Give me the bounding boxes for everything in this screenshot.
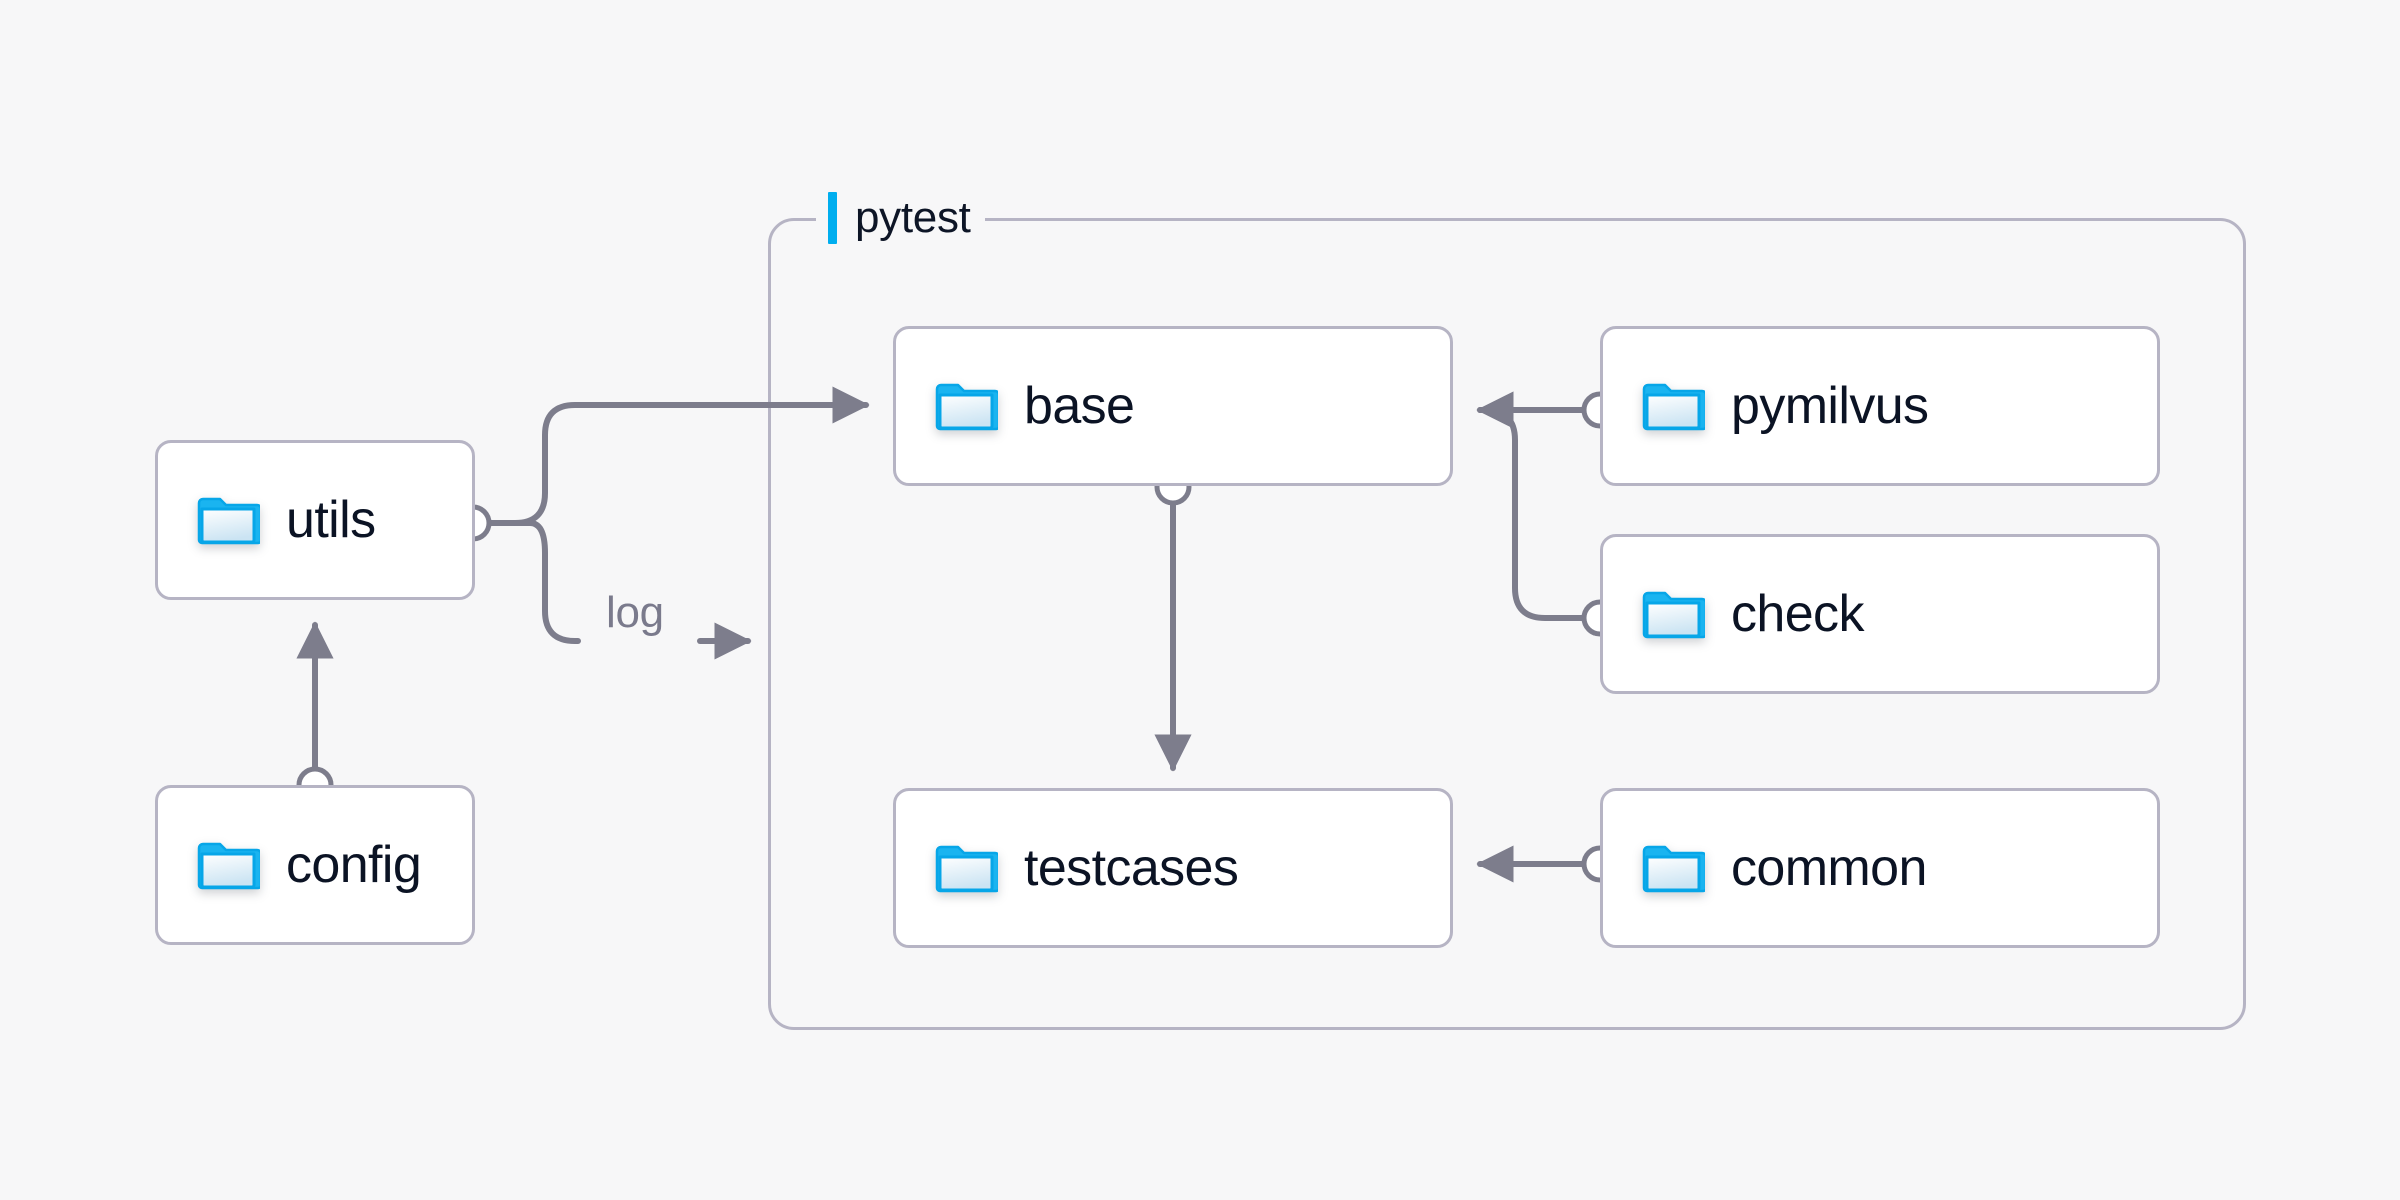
- folder-icon: [934, 380, 998, 432]
- folder-icon: [1642, 845, 1705, 893]
- node-label-pymilvus: pymilvus: [1731, 377, 1929, 435]
- group-accent-bar-icon: [828, 192, 837, 244]
- node-pymilvus[interactable]: pymilvus: [1600, 326, 2160, 486]
- folder-icon: [934, 842, 998, 894]
- node-label-testcases: testcases: [1024, 839, 1239, 897]
- node-testcases[interactable]: testcases: [893, 788, 1453, 948]
- node-config[interactable]: config: [155, 785, 475, 945]
- node-utils[interactable]: utils: [155, 440, 475, 600]
- folder-icon: [197, 842, 260, 890]
- edge-label-log: log: [598, 591, 672, 635]
- node-common[interactable]: common: [1600, 788, 2160, 948]
- folder-icon: [1642, 383, 1705, 431]
- folder-icon: [196, 839, 260, 891]
- folder-icon: [1641, 588, 1705, 640]
- node-label-base: base: [1024, 377, 1135, 435]
- node-label-config: config: [286, 836, 422, 894]
- folder-icon: [197, 497, 260, 545]
- folder-icon: [1641, 842, 1705, 894]
- node-label-check: check: [1731, 585, 1864, 643]
- node-base[interactable]: base: [893, 326, 1453, 486]
- folder-icon: [935, 383, 998, 431]
- folder-icon: [1641, 380, 1705, 432]
- folder-icon: [1642, 591, 1705, 639]
- folder-icon: [196, 494, 260, 546]
- edge-utils-to-log: [527, 520, 581, 644]
- group-label-text: pytest: [855, 193, 971, 242]
- node-label-common: common: [1731, 839, 1927, 897]
- group-label-pytest: pytest: [816, 192, 985, 244]
- group-container-pytest[interactable]: [768, 218, 2246, 1030]
- node-label-utils: utils: [286, 491, 376, 549]
- folder-icon: [935, 845, 998, 893]
- node-check[interactable]: check: [1600, 534, 2160, 694]
